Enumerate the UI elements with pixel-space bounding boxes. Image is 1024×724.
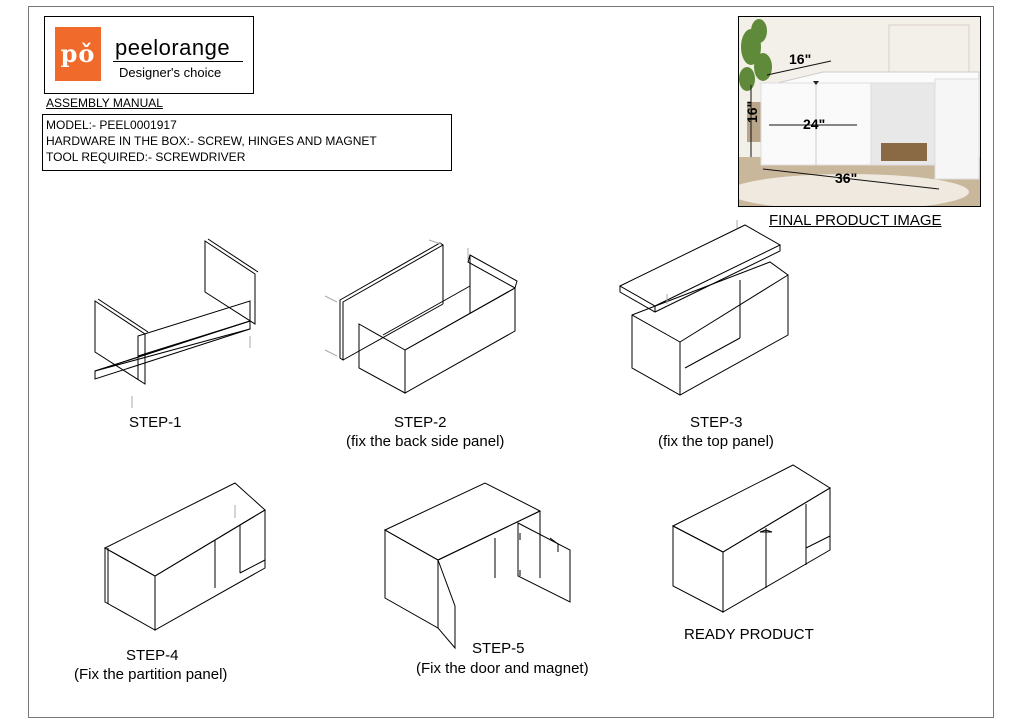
step-3-title: STEP-3 xyxy=(690,414,743,431)
dim-door-label: 24" xyxy=(803,116,825,132)
spec-model: MODEL:- PEEL0001917 xyxy=(46,118,177,132)
brand-tagline: Designer's choice xyxy=(119,65,222,80)
manual-title: ASSEMBLY MANUAL xyxy=(46,96,163,110)
ready-product-drawing xyxy=(671,464,831,613)
step-3-subtitle: (fix the top panel) xyxy=(658,433,774,450)
step-4-subtitle: (Fix the partition panel) xyxy=(74,666,228,683)
dim-height-label: 16" xyxy=(744,101,760,123)
step-4-drawing xyxy=(103,482,266,631)
brand-logo: pǒ peelorange Designer's choice xyxy=(44,16,254,94)
back-panel xyxy=(339,242,444,361)
top-surface xyxy=(103,482,266,577)
right-panel xyxy=(204,240,256,325)
dim-depth-label: 16" xyxy=(789,51,811,67)
step-1-title: STEP-1 xyxy=(129,414,182,431)
step-2-title: STEP-2 xyxy=(394,414,447,431)
final-product-caption: FINAL PRODUCT IMAGE xyxy=(769,212,942,229)
spec-tool: TOOL REQUIRED:- SCREWDRIVER xyxy=(46,150,246,164)
step-2-subtitle: (fix the back side panel) xyxy=(346,433,505,450)
step-3-drawing xyxy=(618,220,789,396)
brand-name: peelorange xyxy=(115,35,231,60)
box-body xyxy=(631,261,789,396)
top-panel xyxy=(618,224,782,307)
spec-box: MODEL:- PEEL0001917 HARDWARE IN THE BOX:… xyxy=(42,114,452,171)
product-photo-illustration: 16" 16" 24" 36" xyxy=(739,17,980,206)
dim-width-label: 36" xyxy=(835,170,857,186)
ready-product-title: READY PRODUCT xyxy=(684,626,814,643)
spec-hardware: HARDWARE IN THE BOX:- SCREW, HINGES AND … xyxy=(46,134,377,148)
step-1-drawing xyxy=(94,238,259,408)
step-2-drawing xyxy=(324,239,518,394)
side-panel-left xyxy=(358,323,406,394)
step-5-drawing xyxy=(383,482,571,650)
left-panel xyxy=(94,300,146,385)
step-4-title: STEP-4 xyxy=(126,647,179,664)
step-5-subtitle: (Fix the door and magnet) xyxy=(416,660,589,677)
right-door xyxy=(517,522,571,603)
brand-mark-icon: pǒ xyxy=(55,27,101,81)
step-5-title: STEP-5 xyxy=(472,640,525,657)
page-border xyxy=(28,6,994,718)
final-product-image: 16" 16" 24" 36" xyxy=(738,16,981,207)
brand-divider xyxy=(113,61,243,62)
left-door xyxy=(437,559,456,650)
